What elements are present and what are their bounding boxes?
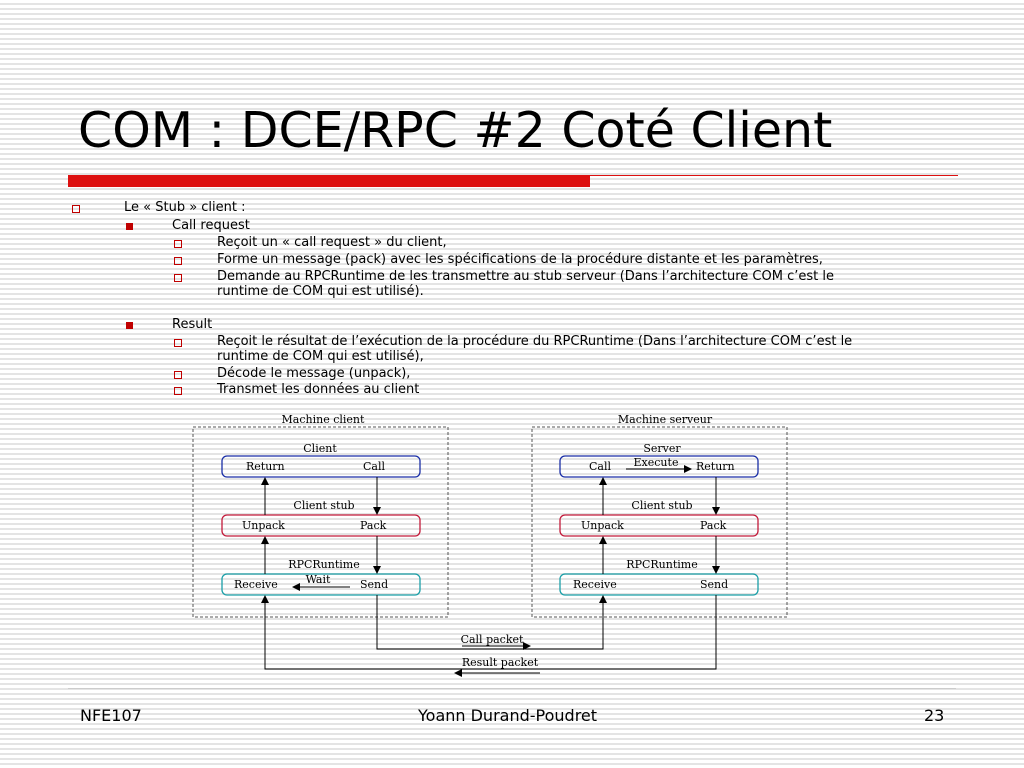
hollow-square-bullet-icon (174, 257, 182, 265)
bullet-text: Result (172, 317, 213, 332)
footer-divider (68, 688, 956, 689)
bullet-text: Reçoit le résultat de l’exécution de la … (217, 334, 853, 349)
result-packet-label: Result packet (462, 656, 539, 669)
footer-author: Yoann Durand-Poudret (418, 706, 598, 725)
client-machine-label: Machine client (282, 413, 365, 426)
client-box (221, 455, 421, 478)
hollow-square-bullet-icon (174, 240, 182, 248)
server-box (559, 455, 759, 478)
client-return-label: Return (246, 460, 285, 473)
bullet-text: Forme un message (pack) avec les spécifi… (217, 252, 823, 267)
hollow-square-bullet-icon (174, 371, 182, 379)
client-wait-label: Wait (306, 573, 331, 586)
hollow-square-bullet-icon (174, 274, 182, 282)
title-underline-bar (68, 175, 590, 187)
slide-title: COM : DCE/RPC #2 Coté Client (78, 102, 833, 159)
server-pack-label: Pack (700, 519, 727, 532)
bullet-text: Décode le message (unpack), (217, 366, 411, 381)
footer-course-code: NFE107 (80, 706, 142, 725)
client-pack-label: Pack (360, 519, 387, 532)
server-machine-frame (531, 426, 788, 618)
hollow-square-bullet-icon (174, 339, 182, 347)
server-stub-box (559, 514, 759, 537)
bullet-text: runtime de COM qui est utilisé), (217, 349, 424, 364)
server-call-label: Call (589, 460, 611, 473)
title-underline-rule (590, 175, 958, 176)
client-machine-frame (192, 426, 449, 618)
bullet-text: Le « Stub » client : (124, 200, 246, 215)
bullet-text: Reçoit un « call request » du client, (217, 235, 447, 250)
client-send-label: Send (360, 578, 388, 591)
bullet-text: Transmet les données au client (217, 382, 420, 397)
client-stub-box (221, 514, 421, 537)
server-runtime-box (559, 573, 759, 596)
server-receive-label: Receive (573, 578, 617, 591)
client-call-label: Call (363, 460, 385, 473)
bullet-text: Call request (172, 218, 250, 233)
result-packet-arrow (261, 595, 717, 670)
server-unpack-label: Unpack (581, 519, 624, 532)
hollow-square-bullet-icon (72, 205, 80, 213)
call-packet-arrow (376, 595, 607, 650)
solid-square-bullet-icon (126, 223, 133, 230)
bullet-text: Demande au RPCRuntime de les transmettre… (217, 269, 834, 284)
client-receive-label: Receive (234, 578, 278, 591)
client-runtime-layer-label: RPCRuntime (288, 558, 359, 571)
solid-square-bullet-icon (126, 322, 133, 329)
call-packet-label: Call packet (461, 633, 524, 646)
client-layer-label: Client (303, 442, 337, 455)
client-unpack-label: Unpack (242, 519, 285, 532)
rpc-diagram: Machine client Machine serveur Client Re… (190, 405, 800, 677)
server-execute-label: Execute (634, 456, 679, 469)
footer-page-number: 23 (924, 706, 945, 725)
client-stub-layer-label: Client stub (293, 499, 354, 512)
server-layer-label: Server (643, 442, 681, 455)
server-machine-label: Machine serveur (618, 413, 713, 426)
bullet-text: runtime de COM qui est utilisé). (217, 284, 424, 299)
server-send-label: Send (700, 578, 728, 591)
hollow-square-bullet-icon (174, 387, 182, 395)
server-return-label: Return (696, 460, 735, 473)
server-runtime-layer-label: RPCRuntime (626, 558, 697, 571)
server-stub-layer-label: Client stub (631, 499, 692, 512)
client-runtime-box (221, 573, 421, 596)
